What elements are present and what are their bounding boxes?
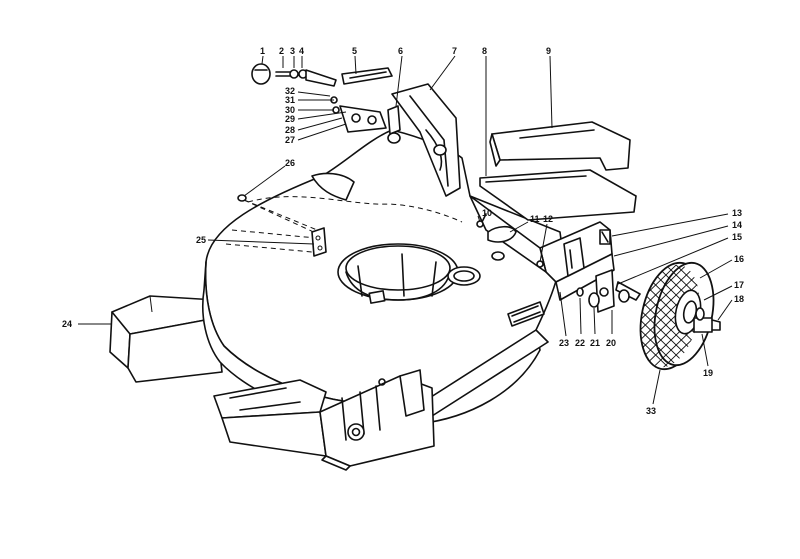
callout-23: 23 bbox=[559, 338, 569, 348]
rear-deflector bbox=[479, 121, 637, 221]
leader-lines bbox=[78, 55, 733, 405]
callout-30: 30 bbox=[285, 105, 295, 115]
callout-16: 16 bbox=[734, 254, 744, 264]
callouts: 1 2 3 4 5 6 7 8 9 10 11 12 13 14 15 16 1… bbox=[62, 46, 744, 416]
callout-5: 5 bbox=[352, 46, 357, 56]
callout-11: 11 bbox=[530, 214, 540, 224]
rear-discharge-chute bbox=[109, 295, 223, 383]
callout-33: 33 bbox=[646, 406, 656, 416]
callout-6: 6 bbox=[398, 46, 403, 56]
front-bumper bbox=[213, 369, 435, 471]
callout-14: 14 bbox=[732, 220, 742, 230]
callout-21: 21 bbox=[590, 338, 600, 348]
callout-15: 15 bbox=[732, 232, 742, 242]
callout-1: 1 bbox=[260, 46, 265, 56]
callout-7: 7 bbox=[452, 46, 457, 56]
callout-32: 32 bbox=[285, 86, 295, 96]
callout-29: 29 bbox=[285, 114, 295, 124]
callout-31: 31 bbox=[285, 95, 295, 105]
callout-20: 20 bbox=[606, 338, 616, 348]
callout-2: 2 bbox=[279, 46, 284, 56]
callout-17: 17 bbox=[734, 280, 744, 290]
mower-deck bbox=[201, 129, 563, 426]
callout-24: 24 bbox=[62, 319, 72, 329]
callout-4: 4 bbox=[299, 46, 304, 56]
wheel-hardware bbox=[576, 269, 641, 313]
callout-26: 26 bbox=[285, 158, 295, 168]
callout-3: 3 bbox=[290, 46, 295, 56]
callout-19: 19 bbox=[703, 368, 713, 378]
height-adjuster-bracket bbox=[469, 195, 615, 327]
callout-28: 28 bbox=[285, 125, 295, 135]
callout-22: 22 bbox=[575, 338, 585, 348]
callout-10: 10 bbox=[482, 208, 492, 218]
callout-18: 18 bbox=[734, 294, 744, 304]
callout-8: 8 bbox=[482, 46, 487, 56]
callout-12: 12 bbox=[543, 214, 553, 224]
callout-13: 13 bbox=[732, 208, 742, 218]
callout-27: 27 bbox=[285, 135, 295, 145]
callout-25: 25 bbox=[196, 235, 206, 245]
callout-9: 9 bbox=[546, 46, 551, 56]
